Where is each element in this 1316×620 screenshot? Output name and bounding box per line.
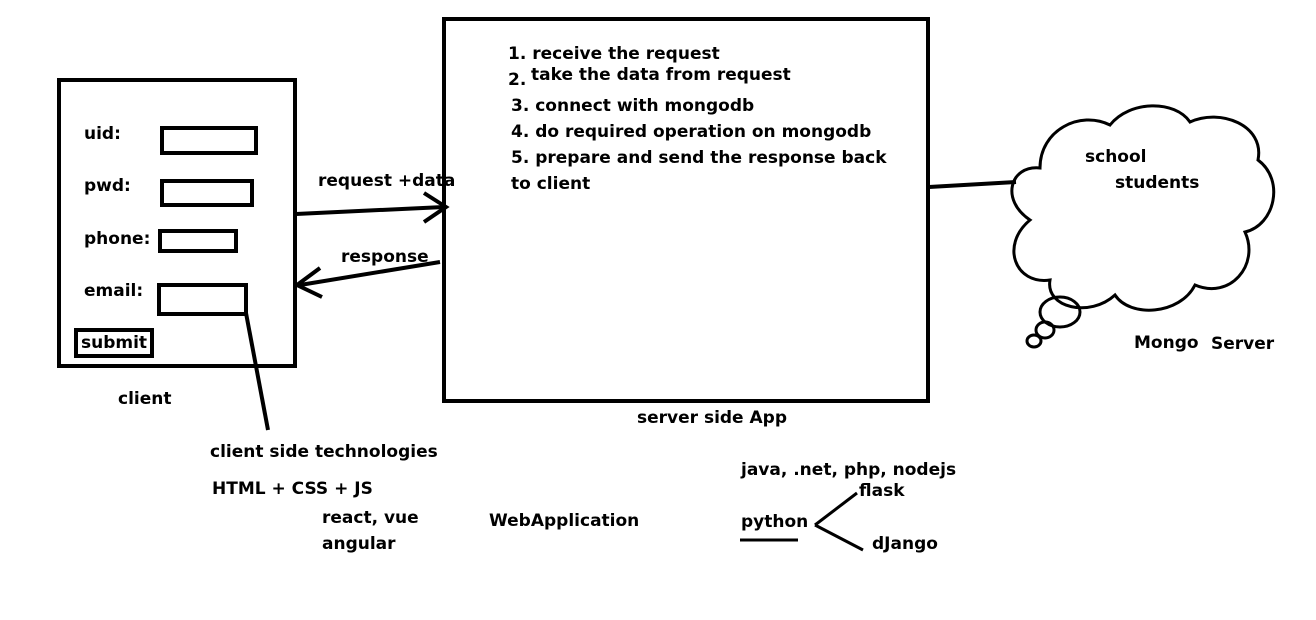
email-input[interactable] [157,283,248,316]
client-form [57,78,297,368]
mongo-caption: Mongo [1134,333,1199,353]
server-caption: server side App [637,408,788,428]
pwd-label: pwd: [84,176,131,196]
server-step: 1. receive the request [508,44,720,64]
submit-button[interactable]: submit [74,328,154,358]
framework-label: react, vue [322,508,419,528]
phone-input[interactable] [158,229,238,253]
pwd-input[interactable] [160,179,254,207]
response-label: response [341,247,429,267]
response-arrow [293,260,441,299]
server-step: to client [511,174,591,194]
email-label: email: [84,281,144,301]
django-branch [814,523,864,552]
server-languages: java, .net, php, nodejs [741,460,957,480]
client-tech-title: client side technologies [210,442,438,462]
server-step: 5. prepare and send the response back [511,148,887,168]
mongo-cloud [1010,104,1276,349]
submit-label: submit [80,332,148,353]
server-step: 2. [508,70,527,90]
flask-label: flask [859,481,905,501]
server-db-connector [928,180,1017,189]
uid-label: uid: [84,124,121,144]
server-step: take the data from request [531,65,791,85]
flask-branch [814,491,858,527]
client-tech-stack: HTML + CSS + JS [212,479,373,499]
server-word-caption: Server [1211,334,1275,354]
uid-input[interactable] [160,126,258,155]
client-tech-pointer [244,312,270,431]
request-label: request +data [318,171,456,191]
server-app-box [442,17,930,403]
phone-label: phone: [84,229,151,249]
db-collection: students [1115,173,1200,193]
client-caption: client [118,389,172,409]
server-step: 4. do required operation on mongodb [511,122,872,142]
python-label: python [741,512,809,532]
request-arrow [295,191,450,224]
django-label: dJango [872,534,938,554]
server-step: 3. connect with mongodb [511,96,755,116]
web-application-label: WebApplication [489,511,640,531]
db-collection: school [1085,147,1147,167]
framework-label: angular [322,534,396,554]
